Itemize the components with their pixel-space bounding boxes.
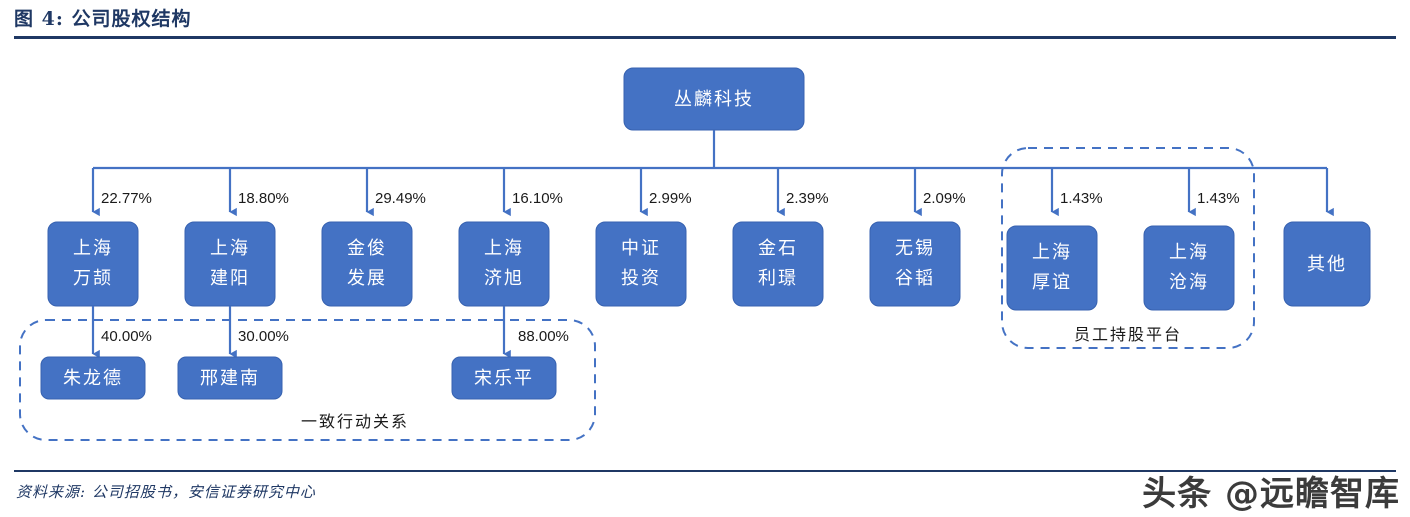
group-label-concerted-action: 一致行动关系 — [301, 412, 409, 431]
percent-label-4: 2.99% — [649, 190, 692, 207]
node-shareholder-1[interactable]: 上海 建阳 — [184, 221, 276, 307]
node-shareholder-1-label-line1: 上海 — [210, 238, 250, 259]
node-shareholder-7-label-line1: 上海 — [1032, 242, 1072, 263]
node-individual-1[interactable]: 邢建南 — [177, 356, 283, 400]
node-shareholder-4-label-line2: 投资 — [621, 268, 661, 289]
group-label-employee-platform: 员工持股平台 — [1074, 325, 1182, 344]
node-shareholder-8[interactable]: 上海 沧海 — [1143, 225, 1235, 311]
figure-title: 图 4: 公司股权结构 — [14, 8, 192, 30]
node-root-label: 丛麟科技 — [674, 89, 754, 110]
percent-label-0: 22.77% — [101, 190, 152, 207]
node-shareholder-6[interactable]: 无锡 谷韬 — [869, 221, 961, 307]
node-shareholder-2-label-line2: 发展 — [347, 268, 387, 289]
node-shareholder-3-label-line2: 济旭 — [484, 268, 524, 289]
group-box-employee-platform — [1001, 147, 1255, 349]
footer-divider — [14, 470, 1396, 472]
node-individual-0[interactable]: 朱龙德 — [40, 356, 146, 400]
node-shareholder-5-label-line1: 金石 — [758, 238, 798, 259]
node-shareholder-4[interactable]: 中证 投资 — [595, 221, 687, 307]
node-shareholder-9[interactable]: 其他 — [1283, 221, 1371, 307]
percent-label-individual-1: 30.00% — [238, 328, 289, 345]
node-shareholder-7-label-line2: 厚谊 — [1032, 272, 1072, 293]
percent-label-2: 29.49% — [375, 190, 426, 207]
node-shareholder-1-label-line2: 建阳 — [210, 268, 250, 289]
node-individual-2-label: 宋乐平 — [474, 368, 534, 389]
node-shareholder-6-label-line2: 谷韬 — [895, 268, 935, 289]
percent-label-1: 18.80% — [238, 190, 289, 207]
node-shareholder-8-label-line2: 沧海 — [1169, 272, 1209, 293]
percent-label-3: 16.10% — [512, 190, 563, 207]
node-shareholder-9-label: 其他 — [1307, 254, 1347, 275]
node-shareholder-4-label-line1: 中证 — [621, 238, 661, 259]
node-shareholder-0-label-line1: 上海 — [73, 238, 113, 259]
node-shareholder-2[interactable]: 金俊 发展 — [321, 221, 413, 307]
percent-label-individual-2: 88.00% — [518, 328, 569, 345]
percent-label-6: 2.09% — [923, 190, 966, 207]
node-shareholder-6-label-line1: 无锡 — [895, 238, 935, 259]
node-shareholder-0[interactable]: 上海 万颉 — [47, 221, 139, 307]
node-shareholder-5-label-line2: 利璟 — [758, 268, 798, 289]
ownership-structure-diagram: 丛麟科技 22.77% 18.80% 29.49% 16.10% 2.99% 2… — [19, 67, 1371, 441]
percent-label-7: 1.43% — [1060, 190, 1103, 207]
node-shareholder-0-label-line2: 万颉 — [73, 268, 113, 289]
source-note: 资料来源: 公司招股书，安信证券研究中心 — [16, 483, 316, 501]
node-shareholder-3[interactable]: 上海 济旭 — [458, 221, 550, 307]
node-shareholder-8-label-line1: 上海 — [1169, 242, 1209, 263]
percent-label-8: 1.43% — [1197, 190, 1240, 207]
node-individual-1-label: 邢建南 — [200, 368, 260, 389]
group-box-concerted-action — [19, 319, 596, 441]
node-root[interactable]: 丛麟科技 — [623, 67, 805, 131]
node-individual-0-label: 朱龙德 — [63, 368, 123, 389]
node-shareholder-5[interactable]: 金石 利璟 — [732, 221, 824, 307]
node-individual-2[interactable]: 宋乐平 — [451, 356, 557, 400]
node-shareholder-2-label-line1: 金俊 — [347, 238, 387, 259]
percent-label-individual-0: 40.00% — [101, 328, 152, 345]
watermark: 头条 @远瞻智库 — [1142, 474, 1400, 514]
node-shareholder-3-label-line1: 上海 — [484, 238, 524, 259]
title-divider — [14, 36, 1396, 39]
percent-label-5: 2.39% — [786, 190, 829, 207]
node-shareholder-7[interactable]: 上海 厚谊 — [1006, 225, 1098, 311]
